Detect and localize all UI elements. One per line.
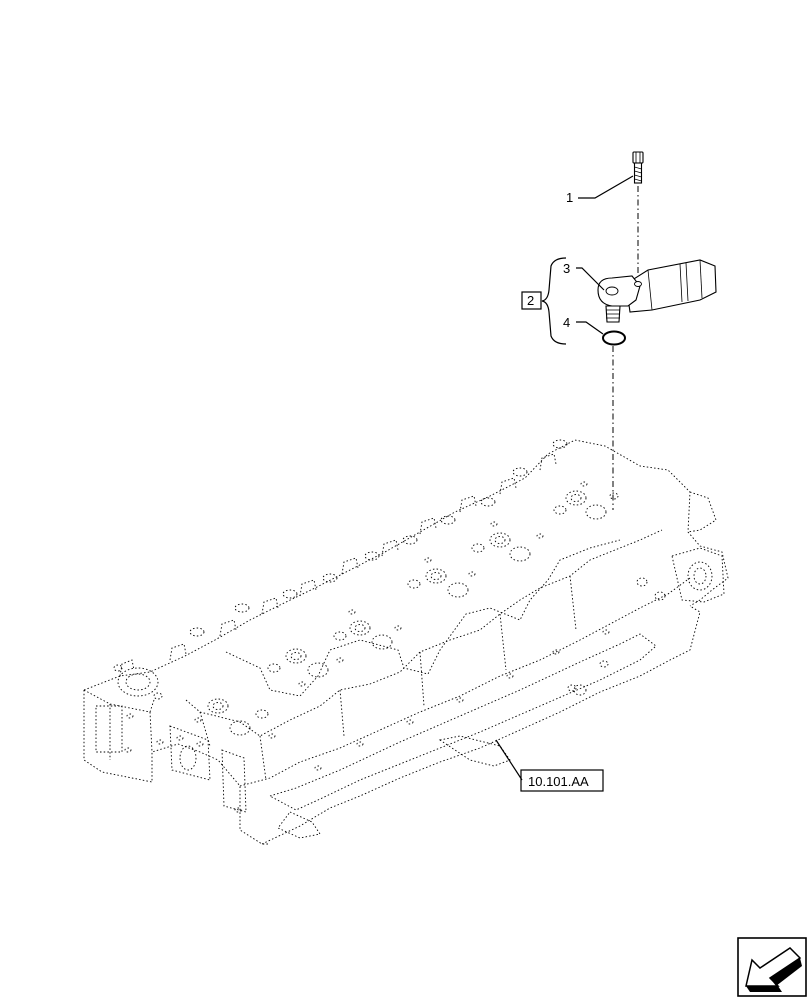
kit-bracket <box>541 257 567 345</box>
callout-2-box <box>521 291 542 310</box>
cylinder-head-ghost <box>83 439 729 845</box>
reference-label[interactable]: 10.101.AA <box>528 774 589 789</box>
leader-line-4 <box>576 321 604 335</box>
next-page-arrow-icon[interactable] <box>737 937 807 997</box>
leader-line-3 <box>576 267 605 291</box>
pressure-sensor-part[interactable] <box>597 259 717 323</box>
callout-3-label[interactable]: 3 <box>563 261 570 276</box>
callout-4-label[interactable]: 4 <box>563 315 570 330</box>
o-ring-part[interactable] <box>602 330 626 346</box>
reference-leader <box>495 739 523 781</box>
callout-2-label[interactable]: 2 <box>527 293 534 308</box>
leader-line-1 <box>578 175 634 199</box>
bolt-part[interactable] <box>632 151 644 184</box>
callout-1-label[interactable]: 1 <box>566 190 573 205</box>
reference-box <box>520 769 604 792</box>
